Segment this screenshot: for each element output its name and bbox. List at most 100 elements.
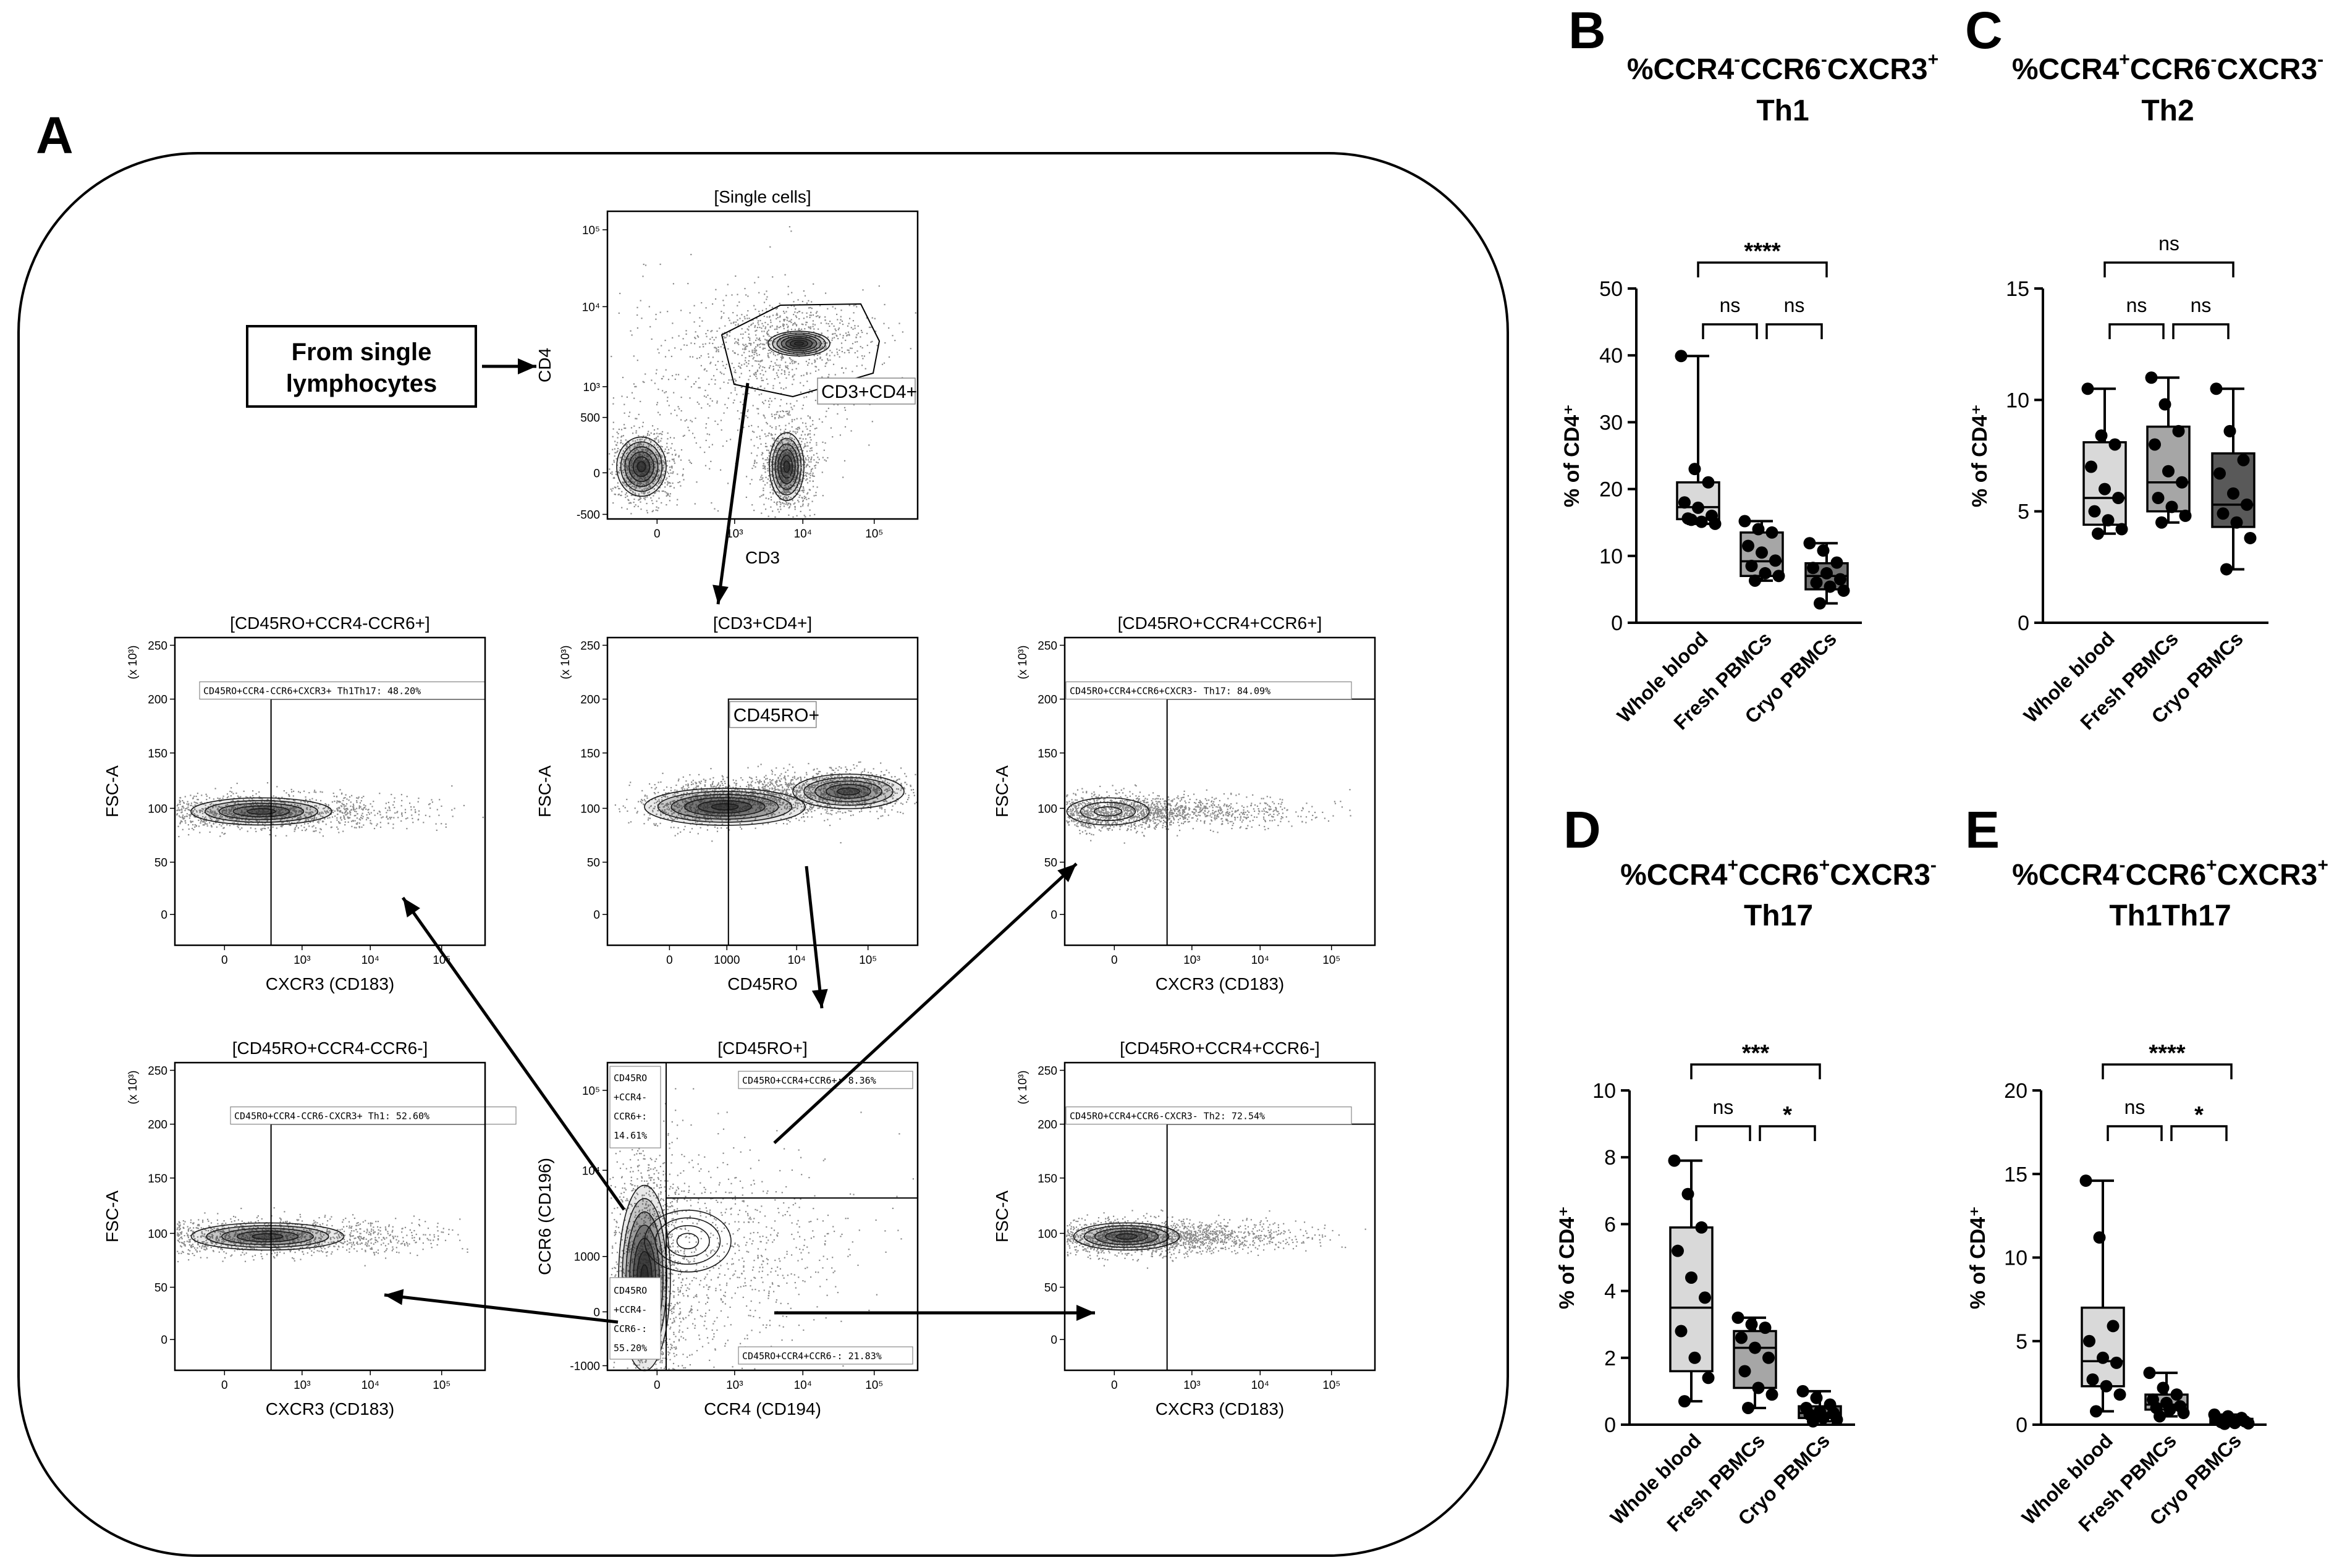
event-dot	[746, 345, 748, 347]
event-dot	[793, 460, 795, 462]
event-dot	[788, 462, 791, 464]
event-dot	[300, 810, 302, 812]
event-dot	[801, 470, 803, 471]
event-dot	[806, 473, 808, 474]
event-dot	[825, 460, 827, 462]
event-dot	[722, 785, 724, 786]
event-dot	[780, 432, 782, 434]
event-dot	[310, 817, 311, 819]
event-dot	[711, 330, 713, 332]
event-dot	[782, 356, 784, 358]
event-dot	[809, 450, 811, 452]
event-dot	[784, 333, 786, 335]
event-dot	[792, 500, 793, 502]
event-dot	[615, 473, 617, 475]
event-dot	[343, 807, 345, 809]
event-dot	[626, 481, 628, 483]
event-dot	[779, 339, 781, 341]
event-dot	[763, 347, 764, 349]
event-dot	[782, 468, 784, 470]
event-dot	[771, 400, 772, 402]
event-dot	[275, 811, 277, 813]
event-dot	[781, 358, 783, 360]
event-dot	[776, 504, 778, 506]
event-dot	[778, 511, 780, 513]
event-dot	[704, 465, 707, 466]
event-dot	[410, 806, 412, 808]
event-dot	[795, 482, 797, 484]
event-dot	[780, 387, 782, 389]
event-dot	[401, 799, 403, 801]
event-dot	[721, 827, 722, 829]
event-dot	[748, 379, 750, 381]
event-dot	[735, 275, 737, 277]
event-dot	[819, 316, 821, 318]
event-dot	[777, 365, 779, 366]
event-dot	[436, 809, 438, 811]
event-dot	[671, 821, 673, 823]
event-dot	[638, 413, 640, 415]
event-dot	[795, 432, 797, 434]
event-dot	[636, 473, 638, 475]
event-dot	[226, 824, 228, 826]
event-dot	[775, 428, 777, 430]
event-dot	[389, 817, 391, 819]
event-dot	[815, 492, 817, 494]
event-dot	[179, 803, 181, 805]
event-dot	[792, 451, 794, 453]
event-dot	[337, 801, 339, 803]
event-dot	[232, 822, 234, 824]
event-dot	[819, 356, 821, 358]
event-dot	[201, 812, 204, 814]
event-dot	[650, 432, 652, 434]
event-dot	[643, 381, 645, 383]
event-dot	[832, 333, 834, 335]
event-dot	[714, 420, 716, 422]
event-dot	[647, 476, 649, 478]
event-dot	[822, 457, 824, 458]
event-dot	[769, 352, 771, 354]
event-dot	[662, 479, 664, 481]
event-dot	[806, 316, 808, 318]
event-dot	[294, 809, 296, 811]
event-dot	[826, 342, 827, 344]
event-dot	[768, 458, 770, 460]
event-dot	[717, 346, 719, 348]
event-dot	[689, 397, 691, 399]
event-dot	[759, 479, 761, 481]
event-dot	[809, 509, 811, 511]
event-dot	[405, 818, 407, 820]
event-dot	[800, 481, 802, 483]
event-dot	[794, 506, 796, 508]
event-dot	[211, 811, 213, 813]
event-dot	[196, 810, 198, 812]
event-dot	[209, 831, 211, 833]
event-dot	[670, 827, 672, 828]
event-dot	[708, 417, 709, 419]
event-dot	[795, 308, 797, 310]
event-dot	[284, 812, 285, 815]
event-dot	[379, 793, 381, 795]
event-dot	[659, 452, 661, 454]
event-dot	[730, 392, 732, 394]
event-dot	[231, 812, 233, 814]
event-dot	[673, 487, 675, 489]
event-dot	[826, 353, 828, 355]
event-dot	[328, 804, 329, 806]
event-dot	[342, 812, 344, 814]
event-dot	[848, 322, 850, 324]
event-dot	[843, 372, 845, 374]
event-dot	[300, 825, 302, 827]
event-dot	[425, 814, 426, 816]
event-dot	[910, 348, 911, 350]
event-dot	[661, 446, 663, 448]
event-dot	[637, 462, 639, 463]
event-dot	[802, 450, 804, 452]
event-dot	[785, 316, 788, 318]
event-dot	[756, 344, 758, 345]
event-dot	[406, 796, 408, 798]
event-dot	[662, 468, 664, 470]
event-dot	[796, 484, 798, 486]
event-dot	[807, 364, 809, 366]
event-dot	[689, 356, 691, 358]
